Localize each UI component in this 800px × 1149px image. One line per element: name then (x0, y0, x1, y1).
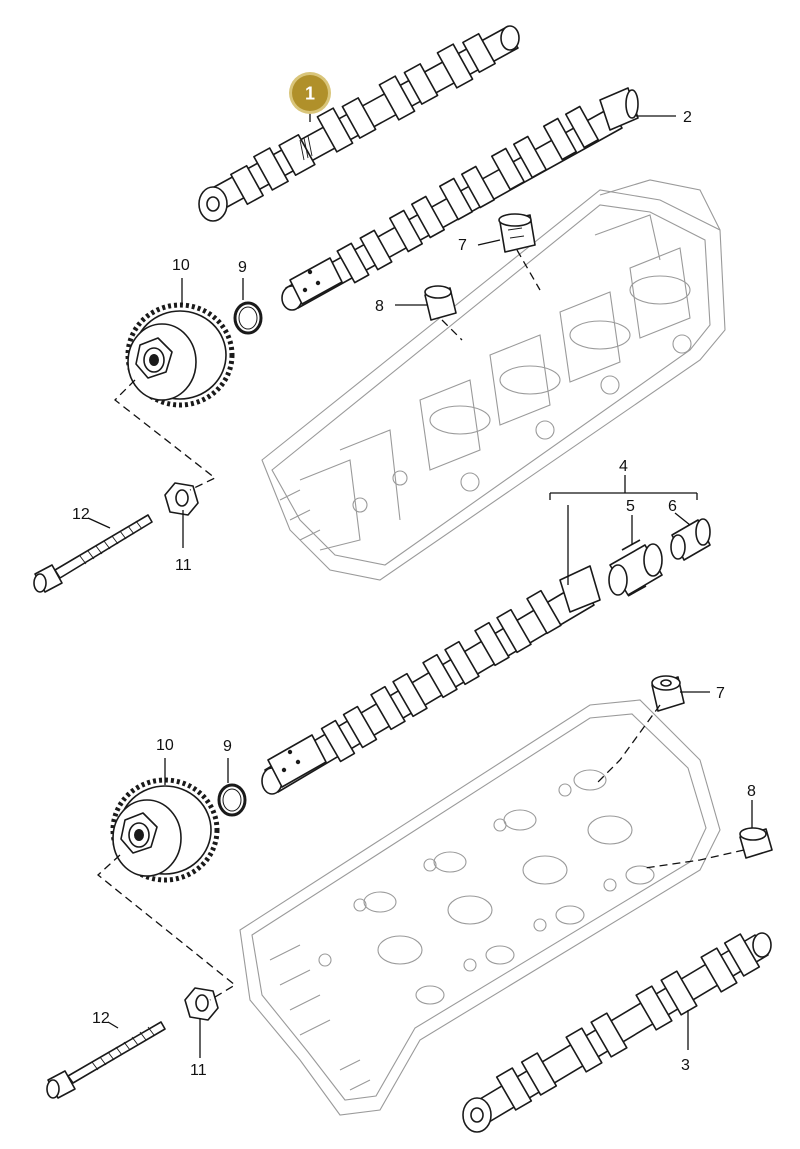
callout-11-top[interactable]: 11 (175, 557, 192, 574)
callout-12-top[interactable]: 12 (72, 506, 90, 523)
callout-5[interactable]: 5 (626, 498, 635, 515)
washer-top[interactable] (164, 482, 199, 516)
selected-part-badge[interactable]: 1 (289, 72, 331, 114)
callout-3[interactable]: 3 (681, 1057, 690, 1074)
camshaft-1-lobes (230, 32, 496, 206)
bolt-bottom[interactable] (46, 1021, 166, 1099)
bolt-top[interactable] (33, 514, 153, 593)
o-ring-top[interactable] (233, 301, 263, 335)
callout-4[interactable]: 4 (619, 458, 628, 475)
callout-8-bottom[interactable]: 8 (747, 783, 756, 800)
tappet-8-bottom[interactable] (739, 827, 773, 859)
camshaft-3[interactable] (462, 932, 772, 1133)
assembly-lines (96, 249, 745, 1001)
camshaft-4-lobes (320, 589, 562, 763)
o-ring-bottom[interactable] (217, 783, 247, 817)
callout-8-top[interactable]: 8 (375, 298, 384, 315)
callout-10-top[interactable]: 10 (172, 257, 190, 274)
camshaft-1[interactable] (198, 25, 520, 222)
callout-7-top[interactable]: 7 (458, 237, 467, 254)
adapter-5[interactable] (608, 539, 663, 597)
callout-7-bottom[interactable]: 7 (716, 685, 725, 702)
tappet-8-top[interactable] (424, 285, 457, 321)
callout-9-top[interactable]: 9 (238, 259, 247, 276)
cylinder-head-upper (261, 179, 726, 581)
selected-part-number: 1 (305, 84, 315, 104)
camshaft-3-lobes (495, 933, 761, 1111)
cylinder-head-lower (239, 699, 721, 1116)
callout-9-bottom[interactable]: 9 (223, 738, 232, 755)
camshaft-2[interactable] (281, 87, 639, 311)
callout-12-bottom[interactable]: 12 (92, 1010, 110, 1027)
leader-lines (87, 105, 753, 1058)
camshaft-adjuster-bottom[interactable] (110, 777, 220, 883)
camshaft-2-lobes (336, 105, 600, 284)
callout-11-bottom[interactable]: 11 (190, 1062, 207, 1079)
callout-10-bottom[interactable]: 10 (156, 737, 174, 754)
washer-bottom[interactable] (184, 987, 219, 1021)
callout-labels: 2 3 4 5 6 7 7 8 8 9 9 10 10 11 11 12 12 (72, 109, 756, 1079)
sleeve-6[interactable] (670, 518, 711, 561)
tappet-7-bottom[interactable] (651, 675, 685, 712)
camshaft-4[interactable] (261, 565, 601, 795)
tappet-7-top[interactable] (498, 213, 536, 253)
callout-6[interactable]: 6 (668, 498, 677, 515)
callout-2[interactable]: 2 (683, 109, 692, 126)
camshaft-adjuster-top[interactable] (125, 302, 235, 408)
